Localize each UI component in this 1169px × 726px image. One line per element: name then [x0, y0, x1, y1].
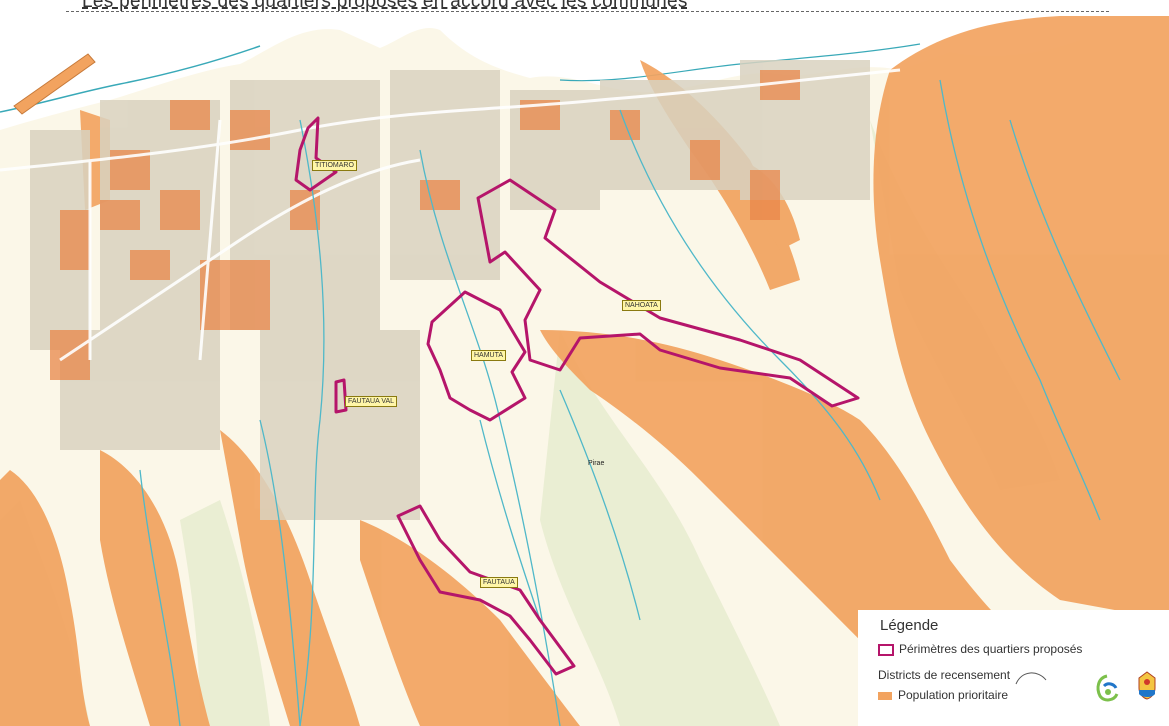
priority-blocks: [50, 70, 800, 380]
perimeter-hamuta: [426, 290, 527, 422]
legend-perimeter-row: Périmètres des quartiers proposés: [878, 642, 1082, 656]
lagoon-area: [0, 14, 1169, 130]
quartier-perimeters: [294, 116, 860, 676]
map-title-strip: Les périmètres des quartiers proposés en…: [0, 0, 1169, 14]
label-titiomaro: TITIOMARO: [312, 160, 357, 171]
legend-population-swatch: [878, 691, 892, 700]
legend-districts-label: Districts de recensement: [878, 668, 1011, 682]
government-seal-icon: [1138, 671, 1156, 700]
legend-title: Légende: [880, 617, 939, 634]
legend-perimeter-swatch: [878, 643, 894, 656]
legend-population-row: Population prioritaire: [878, 688, 1008, 702]
perimeter-titiomaro: [294, 116, 338, 192]
legend-population-label: Population prioritaire: [898, 688, 1009, 702]
legend-arc-icon: [1015, 672, 1047, 685]
title-underline: [66, 11, 1109, 12]
legend-perimeter-label: Périmètres des quartiers proposés: [899, 642, 1083, 656]
map-legend: Légende Périmètres des quartiers proposé…: [858, 610, 1169, 726]
partner-logo-icon: [1096, 674, 1119, 702]
label-pirae: Pirae: [588, 460, 605, 467]
roads: [0, 68, 901, 362]
perimeter-fautaua-val: [334, 378, 348, 414]
reef-islet: [13, 53, 96, 115]
perimeter-nahoata: [476, 178, 860, 408]
label-hamuta: HAMUTA: [471, 350, 507, 361]
label-fautaua: FAUTAUA: [480, 577, 518, 588]
label-nahoata: NAHOATA: [622, 300, 661, 311]
map-title: Les périmètres des quartiers proposés en…: [82, 0, 688, 12]
label-fautaua-val: FAUTAUA VAL: [345, 396, 398, 407]
perimeter-fautaua: [396, 504, 576, 676]
